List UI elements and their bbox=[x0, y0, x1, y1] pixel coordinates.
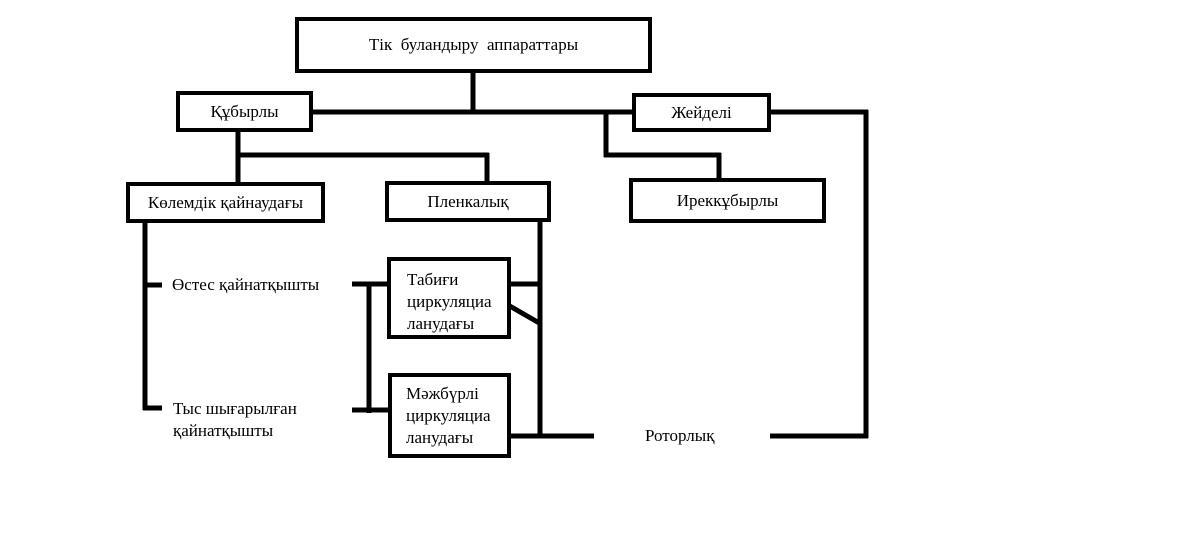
external-label-line: Тыс шығарылған bbox=[173, 399, 297, 418]
natural-label-line: ланудағы bbox=[407, 314, 475, 333]
coil-label: Иреккұбырлы bbox=[676, 190, 779, 210]
tubular-node: Құбырлы bbox=[176, 91, 313, 132]
volume-boiling-node: Көлемдік қайнаудағы bbox=[126, 182, 325, 223]
rotor-label: Роторлық bbox=[645, 426, 715, 445]
natural-circulation-node: Табиғи циркуляциа ланудағы bbox=[387, 257, 511, 339]
film-node: Пленкалық bbox=[385, 181, 551, 222]
external-label-line: қайнатқышты bbox=[173, 421, 274, 440]
root-label: Тік буландыру аппараттары bbox=[368, 35, 579, 54]
connector bbox=[506, 302, 543, 327]
forced-circulation-node: Мәжбүрлі циркуляциа ланудағы bbox=[388, 373, 511, 458]
jacketed-node: Жейделі bbox=[632, 93, 771, 132]
film-label: Пленкалық bbox=[427, 191, 509, 211]
forced-label-line: ланудағы bbox=[406, 428, 474, 447]
volume-boiling-label: Көлемдік қайнаудағы bbox=[147, 192, 304, 212]
tubular-label: Құбырлы bbox=[210, 101, 279, 121]
natural-label-line: циркуляциа bbox=[407, 292, 492, 311]
forced-label-line: Мәжбүрлі bbox=[406, 384, 479, 403]
coil-node: Иреккұбырлы bbox=[629, 178, 826, 223]
forced-label-line: циркуляциа bbox=[406, 406, 491, 425]
root-node: Тік буландыру аппараттары bbox=[295, 17, 652, 73]
coaxial-label: Өстес қайнатқышты bbox=[172, 275, 320, 294]
jacketed-label: Жейделі bbox=[671, 102, 732, 122]
natural-label-line: Табиғи bbox=[407, 270, 459, 289]
